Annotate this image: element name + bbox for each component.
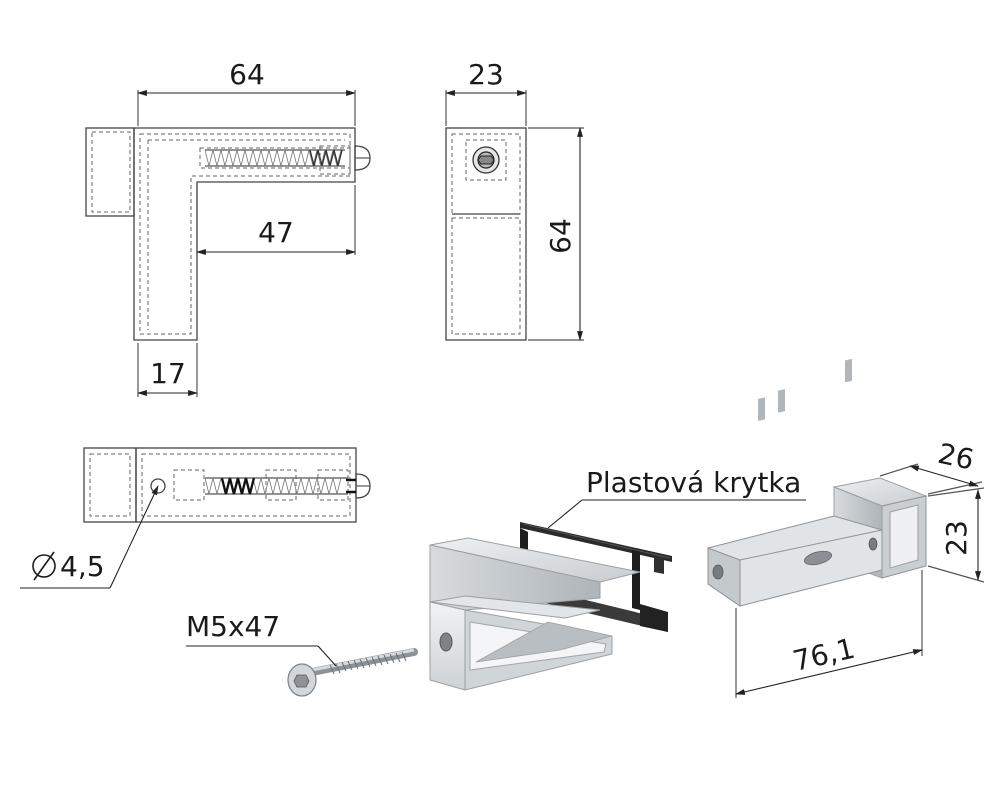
label-screw: M5x47	[186, 610, 280, 643]
slot	[758, 397, 765, 421]
side-screw-head	[472, 146, 500, 174]
dim-64-front: 64	[229, 58, 265, 91]
dim-17: 17	[150, 357, 186, 390]
diameter-symbol	[32, 551, 56, 581]
screw-m5x47	[287, 648, 418, 697]
dim-76-1: 76,1	[790, 632, 858, 678]
top-view: 4,5	[20, 447, 371, 589]
side-view: 23 64	[445, 58, 584, 341]
dim-64-side: 64	[544, 218, 577, 254]
dim-hole-diameter: 4,5	[60, 550, 105, 583]
wall-mount-part	[707, 358, 928, 607]
dim-26: 26	[935, 437, 977, 477]
dim-47: 47	[258, 216, 294, 249]
front-l-body	[133, 127, 356, 341]
label-plastic-cover: Plastová krytka	[586, 466, 801, 499]
hole-leader	[109, 485, 159, 589]
dim-23-side: 23	[468, 58, 504, 91]
dim-line-76-1	[735, 649, 923, 695]
side-body	[445, 127, 527, 341]
front-screw	[199, 145, 371, 175]
top-screw	[204, 473, 371, 499]
dim-line-26	[909, 465, 979, 487]
front-view: 64 47 17	[85, 58, 371, 397]
front-wall-plate	[85, 127, 135, 217]
dim-23-iso: 23	[940, 520, 973, 556]
top-wall-plate	[83, 447, 137, 523]
aluminium-bracket	[429, 537, 641, 691]
